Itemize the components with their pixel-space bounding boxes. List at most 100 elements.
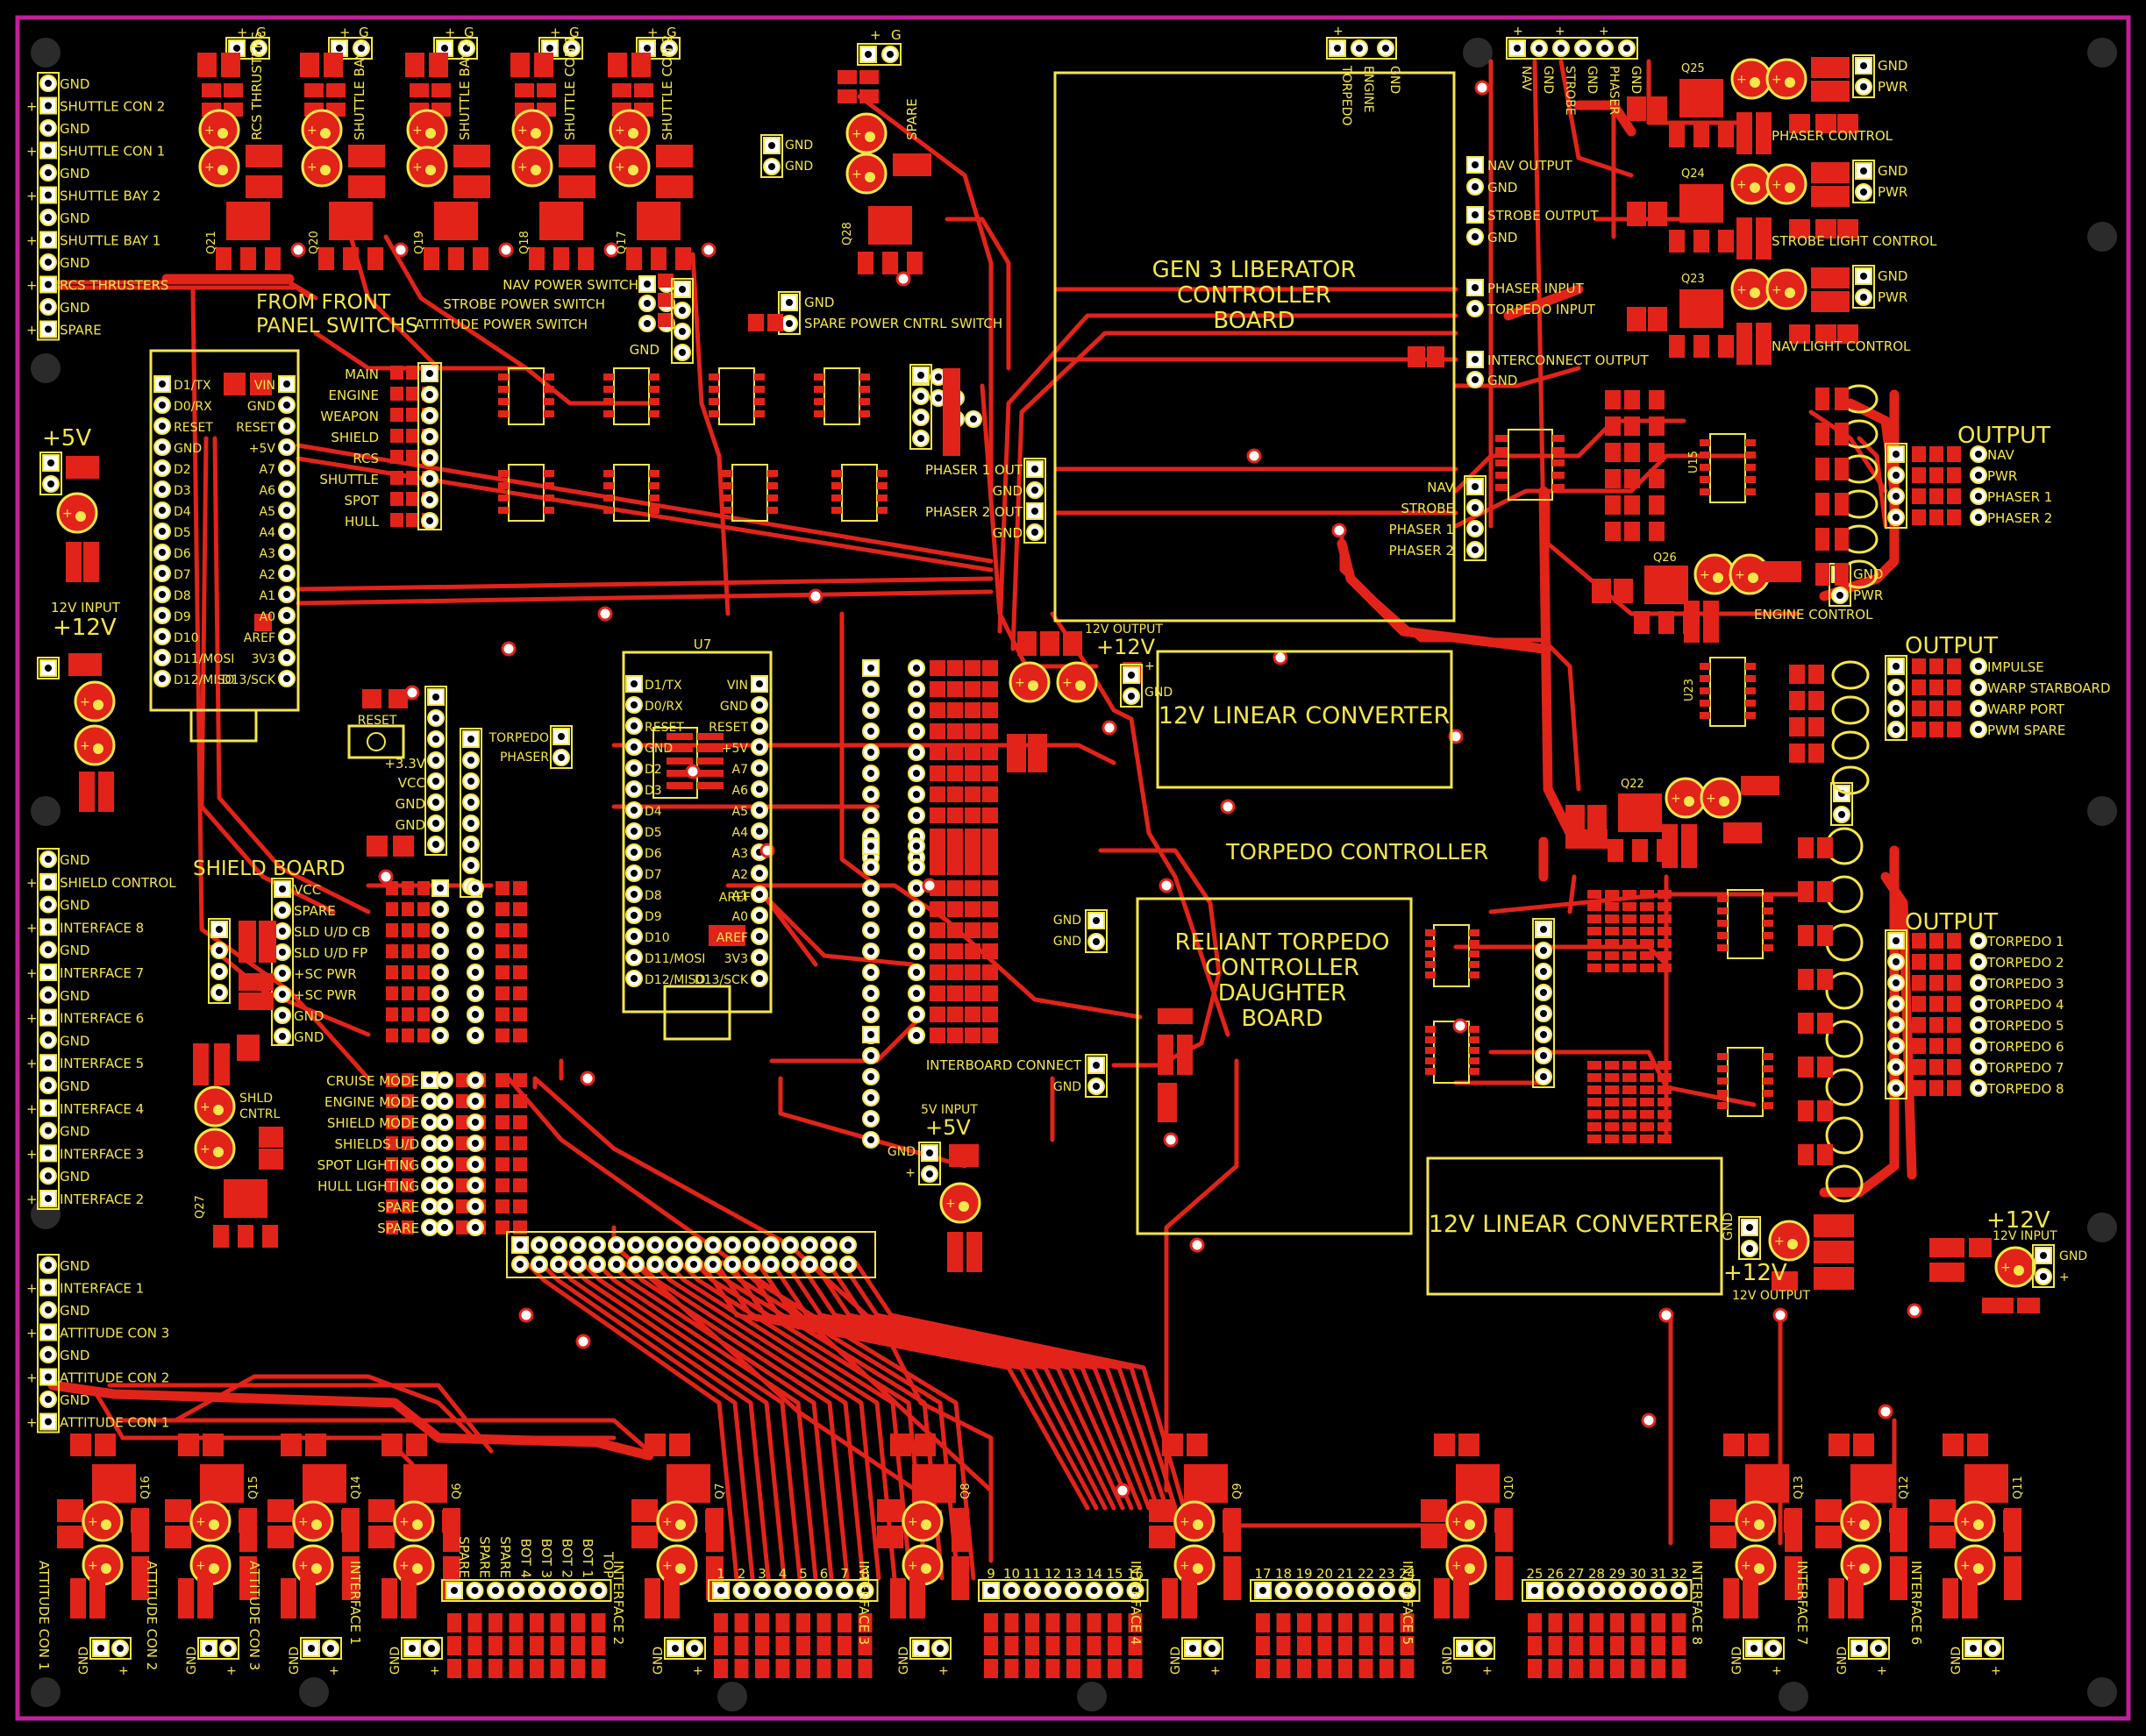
smd-pad	[1947, 975, 1961, 991]
copper-trace	[769, 1260, 1134, 1511]
pin-drill	[1614, 1587, 1621, 1594]
cap-pad	[959, 1201, 969, 1212]
header-pin	[39, 1301, 57, 1319]
header-pin	[1887, 509, 1905, 526]
smd-pad	[386, 1199, 398, 1213]
smd-pad	[1627, 202, 1646, 226]
resistor-pad	[537, 83, 556, 97]
linear-converter-top-outline	[1156, 650, 1453, 789]
pin-drill	[45, 878, 52, 886]
header-pin	[1526, 1582, 1544, 1599]
smd-pad	[68, 653, 102, 676]
header-pin	[589, 1582, 608, 1599]
smd-pad	[658, 313, 674, 327]
smd-pad	[952, 1556, 969, 1600]
plus-label: +	[26, 1101, 38, 1117]
q27-ref: Q27	[194, 1195, 207, 1219]
header-pin	[625, 886, 643, 903]
header-pin	[1026, 502, 1044, 520]
ic-pin	[709, 410, 719, 417]
smd-pad	[1610, 1613, 1624, 1633]
header-pin	[111, 1640, 129, 1657]
plus-label: +	[870, 27, 881, 43]
pin-drill	[117, 1645, 124, 1652]
header-pin	[153, 586, 171, 603]
via	[808, 588, 823, 604]
mosfet-body	[1456, 1464, 1500, 1503]
edge-label: RCS THRUSTERS	[60, 278, 168, 294]
gen3-io-label: NAV OUTPUT	[1487, 158, 1573, 174]
pin-drill	[472, 906, 479, 913]
smd-pad	[496, 1136, 510, 1150]
smd-pad	[982, 1007, 998, 1022]
header-pin	[781, 294, 798, 311]
smd-pad	[877, 1499, 903, 1522]
smd-pad	[1605, 939, 1619, 948]
plus-label: +	[1772, 1664, 1782, 1678]
header-pin	[548, 1582, 567, 1599]
u7-pin-label: A5	[732, 805, 748, 819]
pin-drill	[1860, 62, 1867, 69]
pin-drill	[1893, 705, 1900, 712]
copper-trace	[1808, 409, 1888, 494]
pin-drill	[1514, 45, 1521, 52]
pin-drill	[467, 820, 474, 827]
smd-pad	[1565, 805, 1585, 829]
torpedo-label: TORPEDO	[488, 731, 549, 745]
plus-label: +	[647, 25, 659, 40]
pin-drill	[867, 770, 874, 777]
pin-drill	[1540, 947, 1547, 954]
smd-pad	[98, 772, 114, 812]
smd-pad	[402, 944, 414, 958]
smd-pad	[1748, 1434, 1769, 1456]
center-gnd-header	[1085, 909, 1108, 953]
ic-pin	[498, 374, 509, 381]
smd-pad	[165, 1526, 191, 1548]
ic-pin	[603, 482, 614, 489]
copper-trace	[107, 1383, 494, 1454]
smd-pad	[386, 944, 398, 958]
header-pin	[39, 320, 57, 338]
pin-drill	[672, 1645, 679, 1652]
u7-pin-label: GND	[645, 742, 673, 756]
cap-plus: +	[852, 127, 862, 141]
header-pin	[862, 879, 880, 897]
header-pin	[278, 502, 296, 519]
edge-label: GND	[60, 166, 89, 181]
ic-pin	[814, 386, 824, 393]
linear-converter-bottom-label: 12V LINEAR CONVERTER	[1429, 1211, 1720, 1238]
smd-pad	[1605, 416, 1621, 436]
gnd-label: GND	[2059, 1249, 2087, 1263]
pin-drill	[426, 412, 433, 419]
driver-power-header	[328, 37, 373, 60]
pin-drill	[45, 1149, 52, 1157]
smd-pad	[1587, 939, 1601, 948]
smd-pad	[1063, 631, 1082, 656]
copper-trace	[811, 1260, 1160, 1511]
smd-pad	[496, 1157, 510, 1171]
switch-header	[671, 278, 694, 364]
ic-pin	[859, 398, 870, 405]
mosfet-pin	[318, 247, 334, 270]
smd-pad	[456, 1157, 468, 1171]
via	[1273, 650, 1288, 665]
smd-pad	[1808, 743, 1824, 763]
header-pin	[751, 738, 768, 756]
header-pin	[322, 1640, 339, 1657]
header-pin	[39, 1256, 57, 1274]
ic-pin	[649, 410, 659, 417]
u7-pin-label: D4	[645, 805, 662, 819]
pin-drill	[426, 1161, 433, 1168]
mosfet-body	[1184, 1464, 1228, 1503]
smd-pad	[254, 614, 272, 631]
u7-pin-label: D12/MISO	[645, 973, 705, 987]
smd-pad	[259, 921, 276, 963]
bottom-driver-label: INTERFACE 8	[1689, 1561, 1705, 1645]
header-pin	[908, 964, 925, 981]
smd-pad	[1929, 446, 1943, 462]
ic-pin	[767, 470, 778, 477]
header-pin	[436, 1135, 453, 1152]
header-pin	[862, 1026, 880, 1043]
smd-pad	[1162, 1434, 1183, 1456]
ic-pin	[1700, 439, 1710, 446]
